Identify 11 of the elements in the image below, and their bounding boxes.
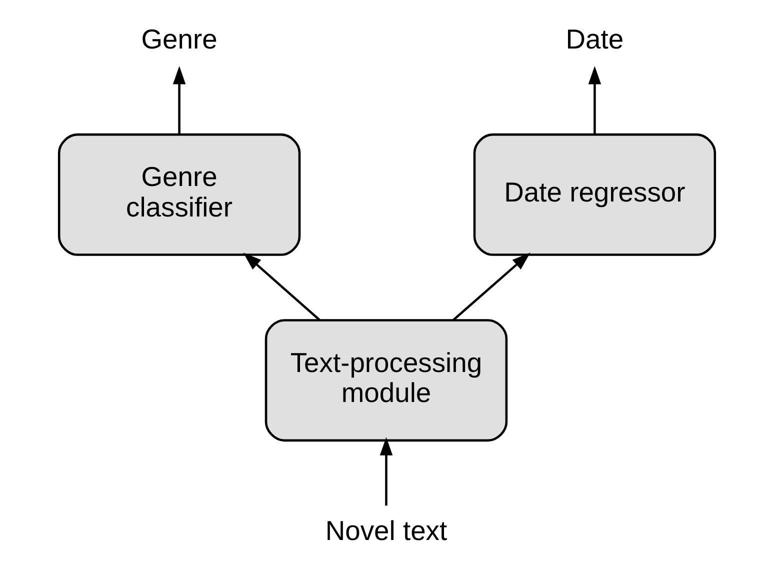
node-text: Genre [141, 23, 218, 54]
arrow [452, 252, 530, 321]
arrow [243, 252, 320, 321]
arrow [588, 66, 602, 134]
node-box: Genre classifier [58, 133, 301, 256]
node-text: Date [566, 23, 624, 54]
node-text: Novel text [325, 514, 448, 546]
arrow [380, 437, 393, 506]
node-box: Text-processing module [264, 319, 508, 442]
arrow [172, 66, 186, 134]
node-box: Date regressor [473, 133, 716, 256]
